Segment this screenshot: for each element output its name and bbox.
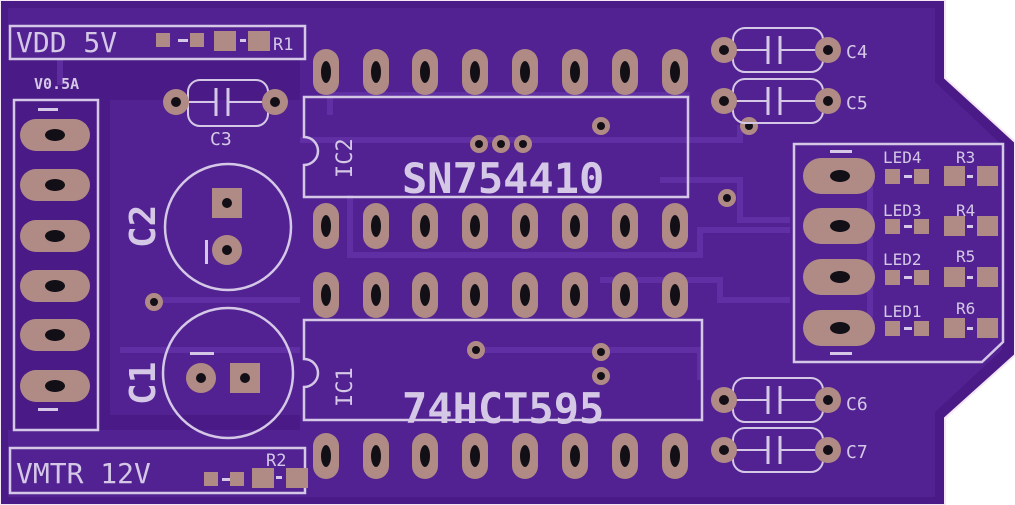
c1-capacitor: C1 bbox=[123, 306, 295, 440]
led1-label: LED1 bbox=[883, 302, 922, 321]
resistor-pad bbox=[944, 318, 965, 338]
led-pad bbox=[914, 169, 929, 184]
led2-label: LED2 bbox=[883, 250, 922, 269]
c6-capacitor bbox=[711, 377, 841, 423]
c4-capacitor bbox=[711, 27, 841, 73]
r1-pad-2 bbox=[190, 33, 204, 47]
r1-pad-3 bbox=[214, 31, 236, 51]
left-header: V0.5A bbox=[12, 75, 100, 432]
current-label: V0.5A bbox=[34, 75, 79, 93]
led-pad bbox=[885, 270, 900, 285]
vdd-label: VDD 5V bbox=[16, 26, 117, 59]
led-pad bbox=[914, 321, 929, 336]
resistor-pad bbox=[977, 318, 998, 338]
r2-pad-2 bbox=[230, 472, 244, 486]
led-pad bbox=[885, 321, 900, 336]
led-pad bbox=[885, 169, 900, 184]
r6-label: R6 bbox=[956, 299, 975, 318]
c4-label: C4 bbox=[846, 42, 868, 63]
led-pad bbox=[914, 219, 929, 234]
led-block: LED4 R3 LED3 R4 LED2 R5 LED1 R6 bbox=[792, 142, 1005, 364]
r1-pad-1 bbox=[156, 33, 170, 47]
c2-label: C2 bbox=[123, 205, 164, 248]
vdd-label-box: VDD 5V R1 bbox=[8, 24, 307, 61]
c3-capacitor: C3 bbox=[163, 79, 288, 150]
r1-pad-4 bbox=[248, 31, 270, 51]
c2-capacitor: C2 bbox=[123, 162, 293, 292]
led-pad bbox=[885, 219, 900, 234]
r2-pad-3 bbox=[252, 468, 274, 488]
led4-label: LED4 bbox=[883, 148, 922, 167]
r4-label: R4 bbox=[956, 201, 975, 220]
ic2-chip: IC2 SN754410 bbox=[302, 49, 690, 249]
ic2-part-label: SN754410 bbox=[402, 154, 604, 203]
r2-pad-1 bbox=[204, 472, 218, 486]
ic1-chip: IC1 74HCT595 bbox=[302, 272, 704, 479]
c5-capacitor bbox=[711, 78, 841, 124]
r2-pad-4 bbox=[286, 468, 308, 488]
led-pad bbox=[914, 270, 929, 285]
c1-label: C1 bbox=[123, 362, 164, 405]
r2-label: R2 bbox=[266, 451, 286, 471]
r5-label: R5 bbox=[956, 247, 975, 266]
resistor-pad bbox=[944, 166, 965, 186]
ic2-label: IC2 bbox=[333, 138, 358, 178]
vmtr-label-box: VMTR 12V R2 bbox=[8, 446, 308, 495]
r3-label: R3 bbox=[956, 148, 975, 167]
led3-label: LED3 bbox=[883, 201, 922, 220]
ic1-part-label: 74HCT595 bbox=[402, 384, 604, 433]
c3-label: C3 bbox=[210, 129, 232, 150]
traces bbox=[57, 60, 873, 380]
ic1-label: IC1 bbox=[333, 367, 358, 407]
c6-label: C6 bbox=[846, 394, 868, 415]
c7-capacitor bbox=[711, 427, 841, 473]
vmtr-label: VMTR 12V bbox=[16, 457, 151, 490]
resistor-pad bbox=[977, 216, 998, 236]
resistor-pad bbox=[944, 267, 965, 287]
c7-label: C7 bbox=[846, 442, 868, 463]
c5-label: C5 bbox=[846, 93, 868, 114]
resistor-pad bbox=[944, 216, 965, 236]
resistor-pad bbox=[977, 166, 998, 186]
resistor-pad bbox=[977, 267, 998, 287]
r1-label: R1 bbox=[273, 35, 293, 55]
